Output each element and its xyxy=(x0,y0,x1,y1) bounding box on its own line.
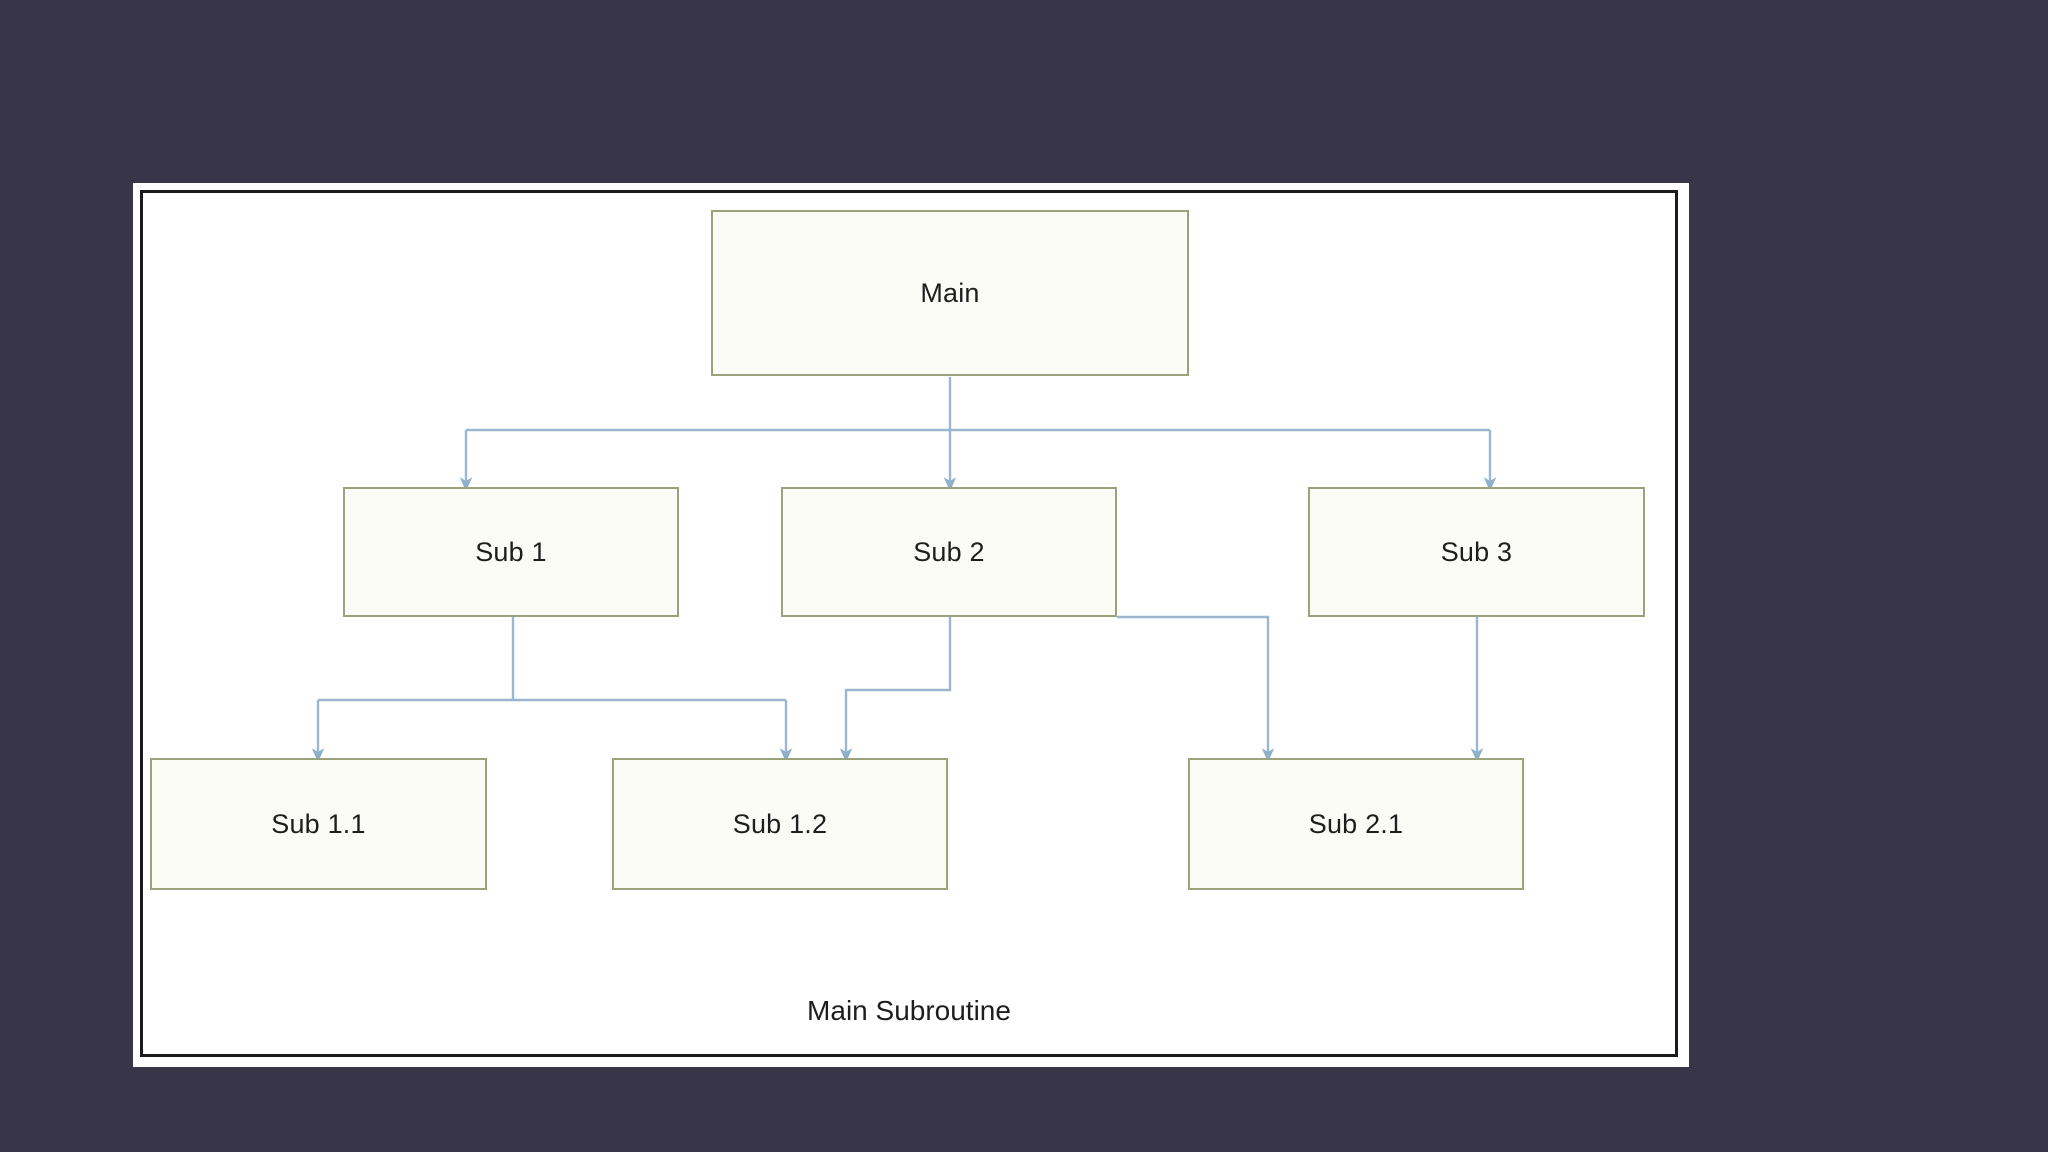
node-sub-2-1[interactable]: Sub 2.1 xyxy=(1188,758,1524,890)
node-sub-2-1-label: Sub 2.1 xyxy=(1308,808,1404,839)
node-sub-3[interactable]: Sub 3 xyxy=(1308,487,1645,617)
node-sub-1-2[interactable]: Sub 1.2 xyxy=(612,758,948,890)
node-sub-3-label: Sub 3 xyxy=(1440,536,1513,567)
node-sub-1-1[interactable]: Sub 1.1 xyxy=(150,758,487,890)
node-sub-1-2-label: Sub 1.2 xyxy=(732,808,828,839)
node-main[interactable]: Main xyxy=(711,210,1189,376)
node-sub-2[interactable]: Sub 2 xyxy=(781,487,1117,617)
node-sub-1[interactable]: Sub 1 xyxy=(343,487,679,617)
node-main-label: Main xyxy=(920,277,980,308)
node-sub-1-label: Sub 1 xyxy=(475,536,547,567)
diagram-caption: Main Subroutine xyxy=(807,995,1011,1026)
node-sub-1-1-label: Sub 1.1 xyxy=(271,808,366,839)
node-sub-2-label: Sub 2 xyxy=(913,536,985,567)
